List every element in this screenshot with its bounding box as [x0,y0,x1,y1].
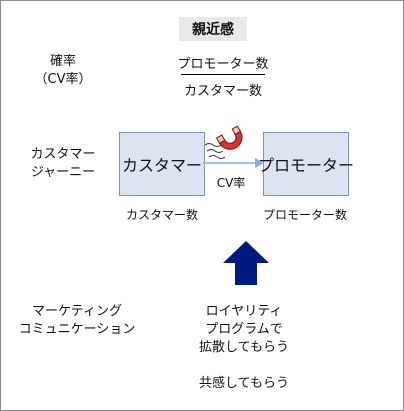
customer-journey-label: カスタマー ジャーニー [23,146,103,182]
formula-divider [181,74,265,75]
marketing-communication-label-line1: マーケティング [32,304,122,319]
loyalty-program-text: ロイヤリティ プログラムで 拡散してもらう [181,303,307,357]
customer-node-label: カスタマー [121,156,202,175]
customer-journey-label-line2: ジャーニー [30,165,96,180]
conversion-arrow [203,158,264,168]
up-arrow-icon [223,241,269,285]
customer-node: カスタマー [119,132,205,196]
customer-count-caption: カスタマー数 [125,208,198,222]
promoter-node-label: プロモーター [258,156,355,175]
loyalty-line2: プログラムで [205,322,283,337]
marketing-communication-label: マーケティング コミュニケーション [15,303,139,339]
magnet-icon [204,125,243,159]
affinity-title: 親近感 [179,17,247,41]
loyalty-line1: ロイヤリティ [205,304,283,319]
probability-label-line1: 確率 [49,54,76,69]
promoter-count-caption: プロモーター数 [262,208,347,222]
loyalty-line3: 拡散してもらう [199,340,289,355]
promoter-node: プロモーター [258,132,354,196]
empathy-text: 共感してもらう [199,376,289,391]
customer-journey-label-line1: カスタマー [30,147,96,162]
marketing-communication-label-line2: コミュニケーション [18,322,136,337]
probability-label: 確率 （CV率） [23,53,103,89]
formula-numerator: プロモーター数 [177,57,269,72]
formula-denominator: カスタマー数 [183,84,262,99]
probability-label-line2: （CV率） [34,72,92,87]
cv-rate-label: CV率 [216,176,246,190]
